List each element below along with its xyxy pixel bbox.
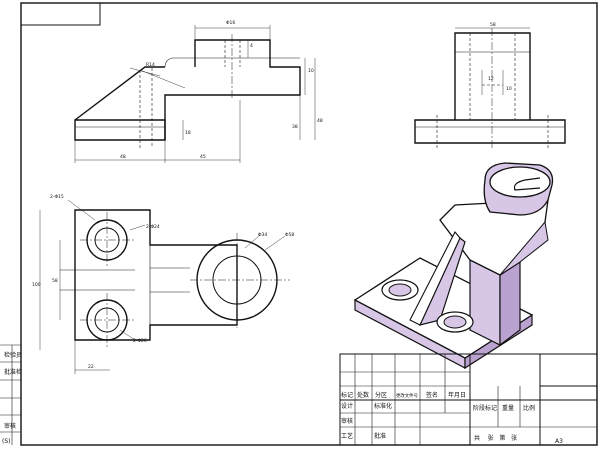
tb-nianyueri: 年月日	[448, 391, 466, 399]
isometric-view	[353, 162, 554, 370]
dim-2-phi15: 2-Φ15	[50, 194, 64, 200]
tb-pizhun: 批准	[374, 432, 386, 440]
dim-18: 18	[185, 130, 191, 136]
tb-jieduan: 阶段标记	[473, 404, 497, 412]
dim-phi58: Φ58	[285, 232, 294, 238]
front-view: Φ16 R14 4 10 38 48 18 48 45	[74, 20, 323, 163]
tb-sheets: 共 张 第 张	[474, 434, 517, 442]
side-view: 58 12 10	[414, 22, 566, 150]
tb-fenqu: 分区	[375, 391, 387, 399]
dim-48-horizontal: 48	[120, 154, 126, 160]
tb-zhongliang: 重量	[502, 404, 514, 412]
dim-2-phi24: 2-Φ24	[146, 224, 160, 230]
tb-shenhe: 审核	[341, 417, 353, 425]
left-strip: 检验员 批准检 审核 (S)	[0, 344, 22, 445]
tb-sheji: 设计	[341, 402, 353, 410]
dim-10: 10	[308, 68, 314, 74]
title-block: 标记 处数 分区 更改文件号 签名 年月日 阶段标记 重量 比例 设计 标准化 …	[339, 353, 598, 446]
dim-10-side: 10	[506, 86, 512, 92]
sheet-border	[20, 2, 598, 446]
dim-48-vertical: 48	[317, 118, 323, 124]
tb-bili: 比例	[523, 404, 535, 412]
dim-2-phi26: 2-Φ26	[133, 338, 147, 344]
top-left-label: (S)	[2, 438, 11, 445]
dim-r14: R14	[146, 62, 155, 68]
tb-gongyi: 工艺	[341, 432, 353, 440]
dim-45: 45	[200, 154, 206, 160]
top-view: 2-Φ15 2-Φ24 Φ34 Φ58 2-Φ26 100 58 22	[32, 194, 294, 374]
dim-phi34: Φ34	[258, 232, 267, 238]
dim-100: 100	[32, 282, 41, 288]
dim-12-side: 12	[488, 76, 494, 82]
dim-38: 38	[292, 124, 298, 130]
dim-58-side: 58	[490, 22, 496, 28]
strip-label-1: 检验员	[4, 351, 22, 359]
dim-phi16: Φ16	[226, 20, 235, 26]
tb-genggai: 更改文件号	[396, 392, 419, 399]
tb-qianming: 签名	[426, 391, 438, 399]
tb-biaoji: 标记	[341, 391, 353, 399]
tb-chushu: 处数	[357, 391, 369, 399]
dim-22: 22	[88, 364, 94, 370]
dim-4: 4	[250, 43, 253, 49]
strip-label-2: 批准检	[4, 368, 22, 376]
strip-label-3: 审核	[4, 422, 16, 430]
tb-page-label: A3	[555, 438, 563, 445]
tb-biaozhunhua: 标准化	[374, 402, 392, 410]
dim-58-top: 58	[52, 278, 58, 284]
